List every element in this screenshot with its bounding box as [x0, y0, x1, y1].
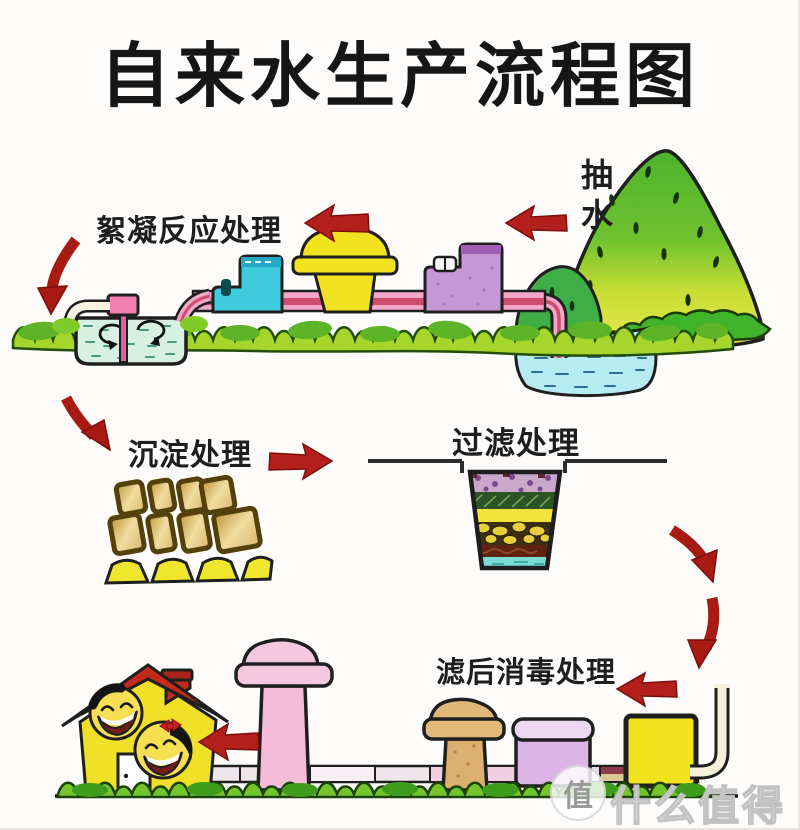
hair-bow: [159, 718, 182, 733]
stage-label-sedimentation: 沉淀处理: [128, 439, 252, 472]
flow-arrow: [504, 204, 568, 242]
purple-building: [423, 242, 504, 314]
flocculation-tank: [52, 288, 212, 366]
flow-arrows-top: [303, 203, 568, 243]
flow-arrow-to-disinfection: [615, 671, 678, 708]
sludge-collectors: [103, 555, 274, 585]
filter-cross-section: [368, 459, 667, 571]
flow-arrow-to-filtration: [268, 442, 334, 481]
watermark-badge: 值: [550, 765, 606, 821]
page-title: 自来水生产流程图: [100, 37, 700, 115]
cyan-building: [211, 254, 284, 314]
bottom-scene: [55, 638, 738, 799]
house: [61, 663, 229, 796]
woman-face: [133, 718, 193, 780]
flow-arrow: [303, 203, 370, 243]
watermark-brand: 什么值得买: [609, 782, 786, 830]
swirl-icon: [98, 319, 166, 350]
speckles: [436, 266, 494, 306]
tree-marks: [587, 166, 719, 306]
sedimentation-basins: [103, 474, 274, 585]
pink-water-tower: [234, 638, 334, 792]
flow-arrows-down-right: [669, 525, 720, 670]
flow-arrow-to-sedimentation: [61, 395, 112, 452]
stage-label-pump: 抽水: [577, 158, 613, 238]
flow-arrow-curved-left: [36, 236, 81, 316]
stage-label-flocculation: 絮凝反应处理: [96, 215, 282, 248]
man-face: [88, 683, 144, 741]
stage-label-filtration: 过滤处理: [452, 426, 580, 461]
stage-label-disinfection: 滤后消毒处理: [436, 657, 617, 689]
inlet-pipe: [690, 684, 730, 780]
flow-arrow-to-house: [197, 722, 260, 762]
tan-water-tower: [422, 697, 506, 792]
dome-tank: [291, 225, 399, 314]
roof: [61, 663, 229, 728]
